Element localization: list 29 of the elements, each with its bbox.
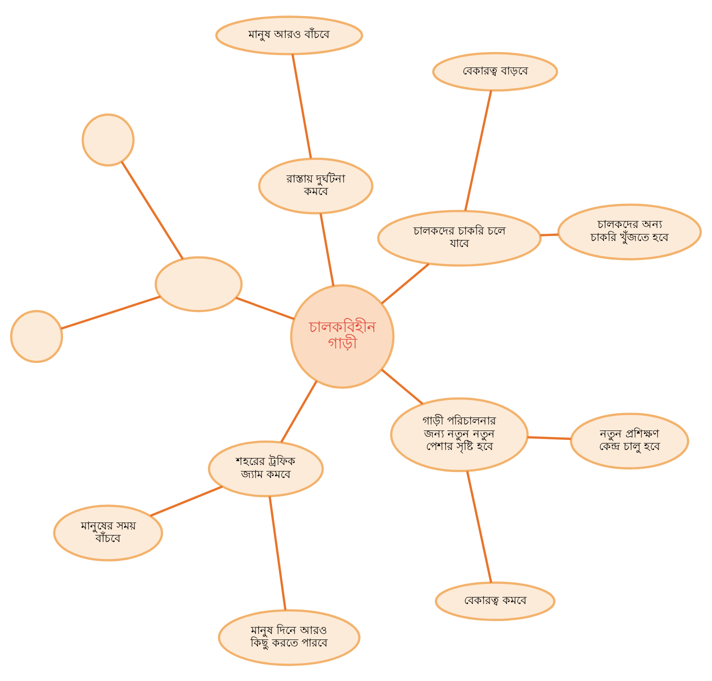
connector <box>120 160 184 260</box>
node-circle <box>82 113 135 166</box>
node-circle: চালকবিহীন গাড়ী <box>290 284 395 388</box>
connector <box>280 380 318 442</box>
node-ellipse: চালকদের অন্য চাকরি খুঁজতে হবে <box>557 203 702 260</box>
node-circle <box>10 310 64 362</box>
connector <box>540 232 559 236</box>
connector <box>527 436 572 440</box>
node-ellipse: রাস্তায় দুর্ঘটনা কমবে <box>258 157 374 214</box>
node-ellipse: চালকদের চাকরি চলে যাবে <box>377 209 542 266</box>
connector <box>291 53 312 158</box>
node-ellipse: গাড়ী পরিচালনার জন্য নতুন নতুন পেশার সৃষ্টি হবে <box>390 396 529 472</box>
node-ellipse: মানুষ দিনে আরও কিছু করতে পারবে <box>218 608 360 666</box>
connector <box>150 485 223 516</box>
connector <box>380 262 430 304</box>
node-ellipse: নতুন প্রশিক্ষণ কেন্দ্র চালু হবে <box>570 412 690 469</box>
connector <box>320 212 335 286</box>
connector <box>268 496 287 610</box>
node-ellipse: মানুষ আরও বাঁচবে <box>215 15 364 55</box>
connector <box>236 296 295 320</box>
node-ellipse: মানুষের সময় বাঁচবে <box>53 504 164 561</box>
node-ellipse: বেকারত্ব বাড়বে <box>432 52 558 92</box>
node-ellipse <box>154 256 243 312</box>
node-ellipse: বেকারত্ব কমবে <box>434 581 556 621</box>
connector <box>466 470 492 583</box>
connector <box>380 368 424 404</box>
connector <box>60 295 161 330</box>
connector <box>464 90 492 210</box>
node-ellipse: শহরের ট্রফিক জ্যাম কমবে <box>208 440 324 497</box>
